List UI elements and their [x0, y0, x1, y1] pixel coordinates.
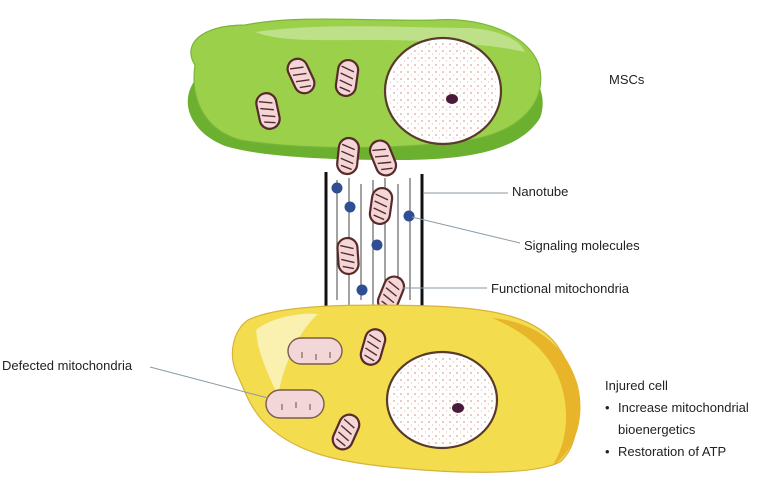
bullet-icon: • [605, 444, 610, 459]
label-functional-mitochondria: Functional mitochondria [491, 281, 630, 296]
injured-cell-title: Injured cell [605, 378, 668, 393]
defected-mitochondrion [287, 337, 343, 365]
bullet-icon: • [605, 400, 610, 415]
signal-molecule [331, 182, 343, 194]
transit-mitochondrion [367, 185, 395, 227]
effect-text: Restoration of ATP [618, 444, 727, 459]
defected-mitochondrion [265, 389, 325, 419]
effect-item: • Restoration of ATP [605, 441, 749, 463]
signal-molecule [356, 284, 368, 296]
nanotube [324, 135, 424, 316]
leader-defected [149, 366, 269, 399]
transit-mitochondrion [335, 236, 361, 276]
msc-nucleolus [446, 94, 458, 104]
label-signaling-molecules: Signaling molecules [524, 238, 640, 253]
effect-item: • Increase mitochondrial [605, 397, 749, 419]
injured-nucleolus [452, 403, 464, 413]
injured-cell-notes: Injured cell • Increase mitochondrial bi… [605, 375, 749, 463]
transit-mitochondrion [335, 135, 361, 177]
leader-signaling [411, 216, 521, 244]
label-mscs: MSCs [609, 72, 645, 87]
injured-cell-shadow [492, 318, 581, 466]
msc-cell-highlight [255, 26, 525, 52]
effect-item-continued: bioenergetics [605, 419, 749, 441]
injured-cell [231, 304, 581, 473]
msc-cell [187, 18, 543, 160]
injured-effects-list: • Increase mitochondrial bioenergetics •… [605, 397, 749, 463]
label-nanotube: Nanotube [512, 184, 569, 199]
effect-text: Increase mitochondrial [618, 400, 749, 415]
injured-cell-shine [256, 313, 318, 395]
signal-molecule [371, 239, 383, 251]
signal-molecule [344, 201, 356, 213]
label-defected-mitochondria: Defected mitochondria [2, 358, 133, 373]
effect-text: bioenergetics [618, 422, 696, 437]
signal-molecule [403, 210, 415, 222]
